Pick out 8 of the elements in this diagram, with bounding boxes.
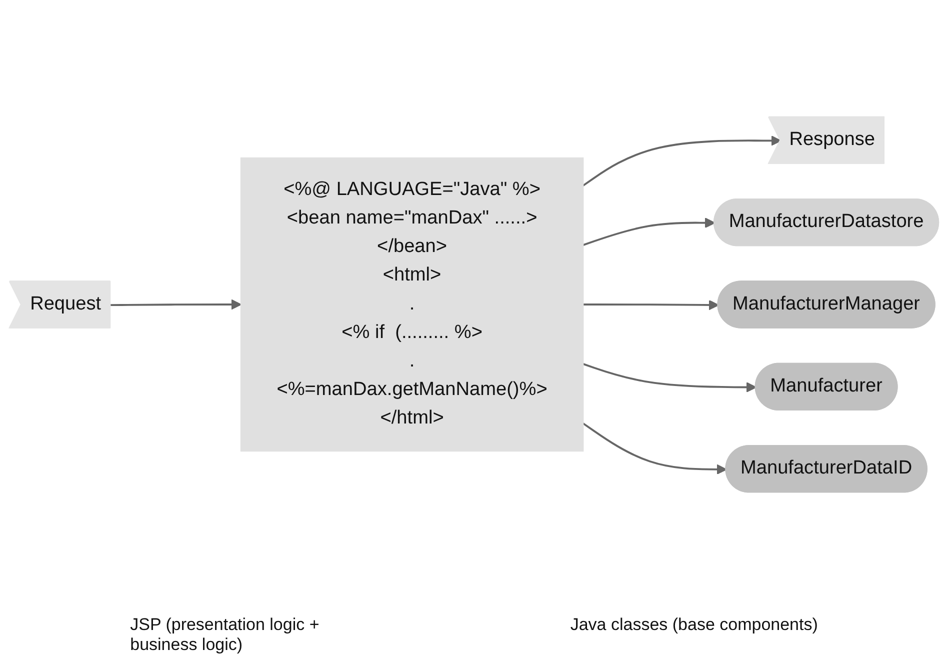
arrow (583, 300, 719, 310)
arrow (582, 363, 756, 392)
caption-text: Java classes (base components) (570, 615, 818, 636)
caption-text: JSP (presentation logic + business logic) (130, 615, 320, 655)
arrow (110, 299, 242, 310)
node-box: <%@ LANGUAGE="Java" %> <bean name="manDax" ......> </bean> <html> . <% if (......... %> . <%=manDax.getManName()%> </html> (240, 157, 584, 452)
arrow (582, 218, 716, 246)
arrow (582, 422, 727, 475)
